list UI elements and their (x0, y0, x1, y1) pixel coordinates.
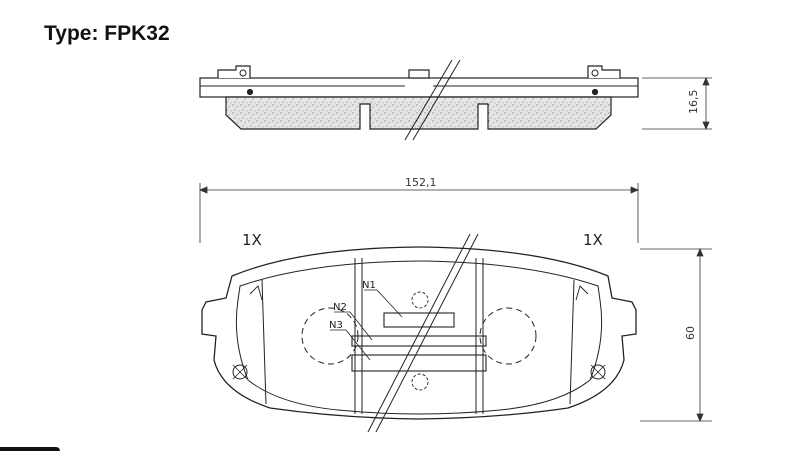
left-quantity-label: 1X (242, 231, 262, 249)
shim-n1 (383, 312, 455, 328)
side-view (199, 59, 639, 141)
pad-outline (201, 246, 637, 420)
width-value: 152,1 (405, 176, 437, 189)
shim-n2 (351, 335, 487, 347)
height-value: 60 (684, 326, 697, 340)
part-type-title: Type: FPK32 (44, 22, 170, 45)
thickness-dimension (642, 76, 712, 131)
shim-n3 (351, 354, 487, 372)
height-dimension (640, 247, 712, 423)
thickness-value: 16,5 (687, 90, 700, 115)
front-view (201, 233, 637, 433)
shim-n2-label: N2 (333, 302, 347, 313)
width-dimension (198, 183, 640, 243)
shim-n3-label: N3 (329, 320, 343, 331)
friction-material (225, 96, 612, 130)
right-clip (587, 65, 621, 78)
right-piston-circle (479, 307, 537, 365)
shim-n1-label: N1 (362, 280, 376, 291)
corner-tab (0, 447, 60, 451)
right-quantity-label: 1X (583, 231, 603, 249)
center-sensor-tab (408, 69, 430, 79)
left-piston-circle (301, 307, 359, 365)
backing-plate (199, 77, 639, 98)
left-clip (217, 65, 251, 78)
friction-outline (235, 260, 603, 415)
